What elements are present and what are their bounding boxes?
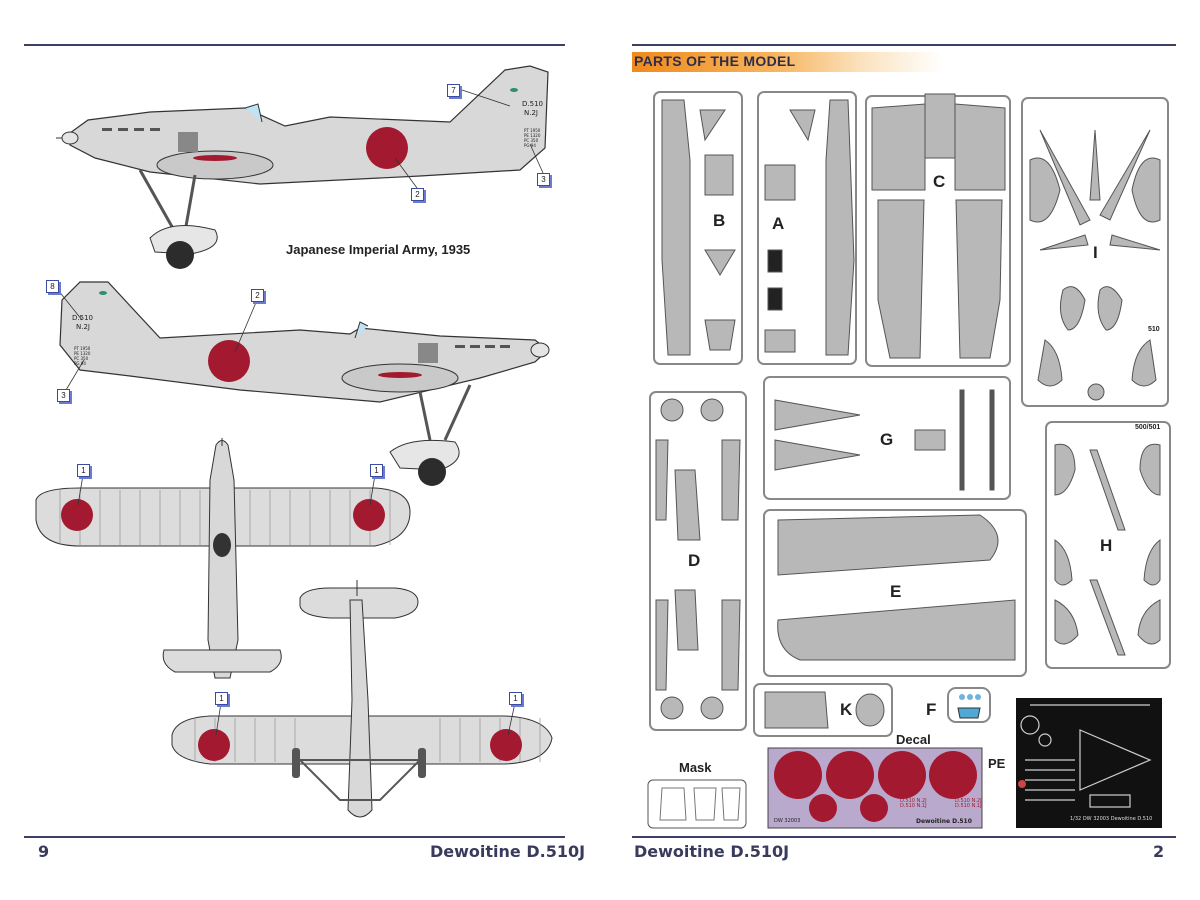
tail-text-bottom-1: D.510 [72, 314, 93, 322]
right-page-number: 2 [1153, 842, 1165, 861]
sprue-i-code: 510 [1148, 326, 1160, 333]
right-top-rule [632, 44, 1176, 46]
sprue-label-k: K [840, 700, 853, 719]
pe-footer: 1/32 DW 32003 Dewoitine D.510 [1070, 816, 1153, 822]
sprue-label-c: C [933, 172, 946, 191]
callout-3-top: 3 [537, 173, 550, 186]
callout-1-topview-right: 1 [370, 464, 383, 477]
decal-brand-code: DW 32003 [774, 818, 801, 824]
callout-1-bottomview-left: 1 [215, 692, 228, 705]
stencil-top: PT 1950 PE 1320 PC 350 PG 94 [524, 128, 541, 148]
tail-text-bottom-2: N.2J [76, 323, 90, 331]
sprue-label-f: F [926, 700, 937, 719]
sprue-label-h: H [1100, 536, 1113, 555]
plan-top-view [35, 438, 411, 679]
right-bottom-rule [632, 836, 1176, 838]
sprue-label-d: D [688, 551, 701, 570]
plan-bottom-view [171, 580, 553, 818]
decal-title: Dewoitine D.510 [916, 818, 972, 825]
sprue-label-e: E [890, 582, 902, 601]
right-footer-title: Dewoitine D.510J [634, 842, 790, 861]
profile-top [56, 65, 549, 269]
decal-sheet [767, 747, 983, 829]
sprue-label-g: G [880, 430, 894, 449]
sprue-label-i: I [1093, 243, 1098, 262]
decal-markings-center: D.510 N.2J D.510 N.1J [900, 798, 927, 809]
callout-8: 8 [46, 280, 59, 293]
pe-label: PE [988, 756, 1006, 771]
mask-label: Mask [679, 760, 712, 775]
callout-3-bottom: 3 [57, 389, 70, 402]
callout-2-top: 2 [411, 188, 424, 201]
stencil-bottom: PT 1950 PE 1320 PC 350 PG 94 [74, 346, 91, 366]
left-page-number: 9 [38, 842, 50, 861]
sprue-h-code: 500/501 [1135, 424, 1161, 431]
tail-text-top-2: N.2J [524, 109, 538, 117]
mask-sheet [647, 779, 747, 829]
sprue-parts [655, 93, 1161, 729]
section-title: PARTS OF THE MODEL [634, 53, 796, 69]
callout-7: 7 [447, 84, 460, 97]
section-title-bar [632, 52, 942, 72]
clear-parts-f [947, 687, 991, 723]
pe-sheet [1016, 698, 1162, 828]
left-bottom-rule [24, 836, 565, 838]
callout-2-bottom: 2 [251, 289, 264, 302]
left-top-rule [24, 44, 565, 46]
callout-1-bottomview-right: 1 [509, 692, 522, 705]
left-footer-title: Dewoitine D.510J [430, 842, 586, 861]
hinomaru-top-fuselage [366, 127, 408, 169]
callout-1-topview-left: 1 [77, 464, 90, 477]
profile-caption: Japanese Imperial Army, 1935 [286, 242, 471, 257]
sprue-label-b: B [713, 211, 726, 230]
hinomaru-bottom-fuselage [208, 340, 250, 382]
callout-leaders [57, 89, 544, 736]
profile-bottom [59, 281, 550, 486]
tail-text-top-1: D.510 [522, 100, 543, 108]
decal-markings: D.510 N.2J D.510 N.1J [955, 798, 982, 809]
decal-label: Decal [896, 732, 931, 747]
sprue-label-a: A [772, 214, 785, 233]
